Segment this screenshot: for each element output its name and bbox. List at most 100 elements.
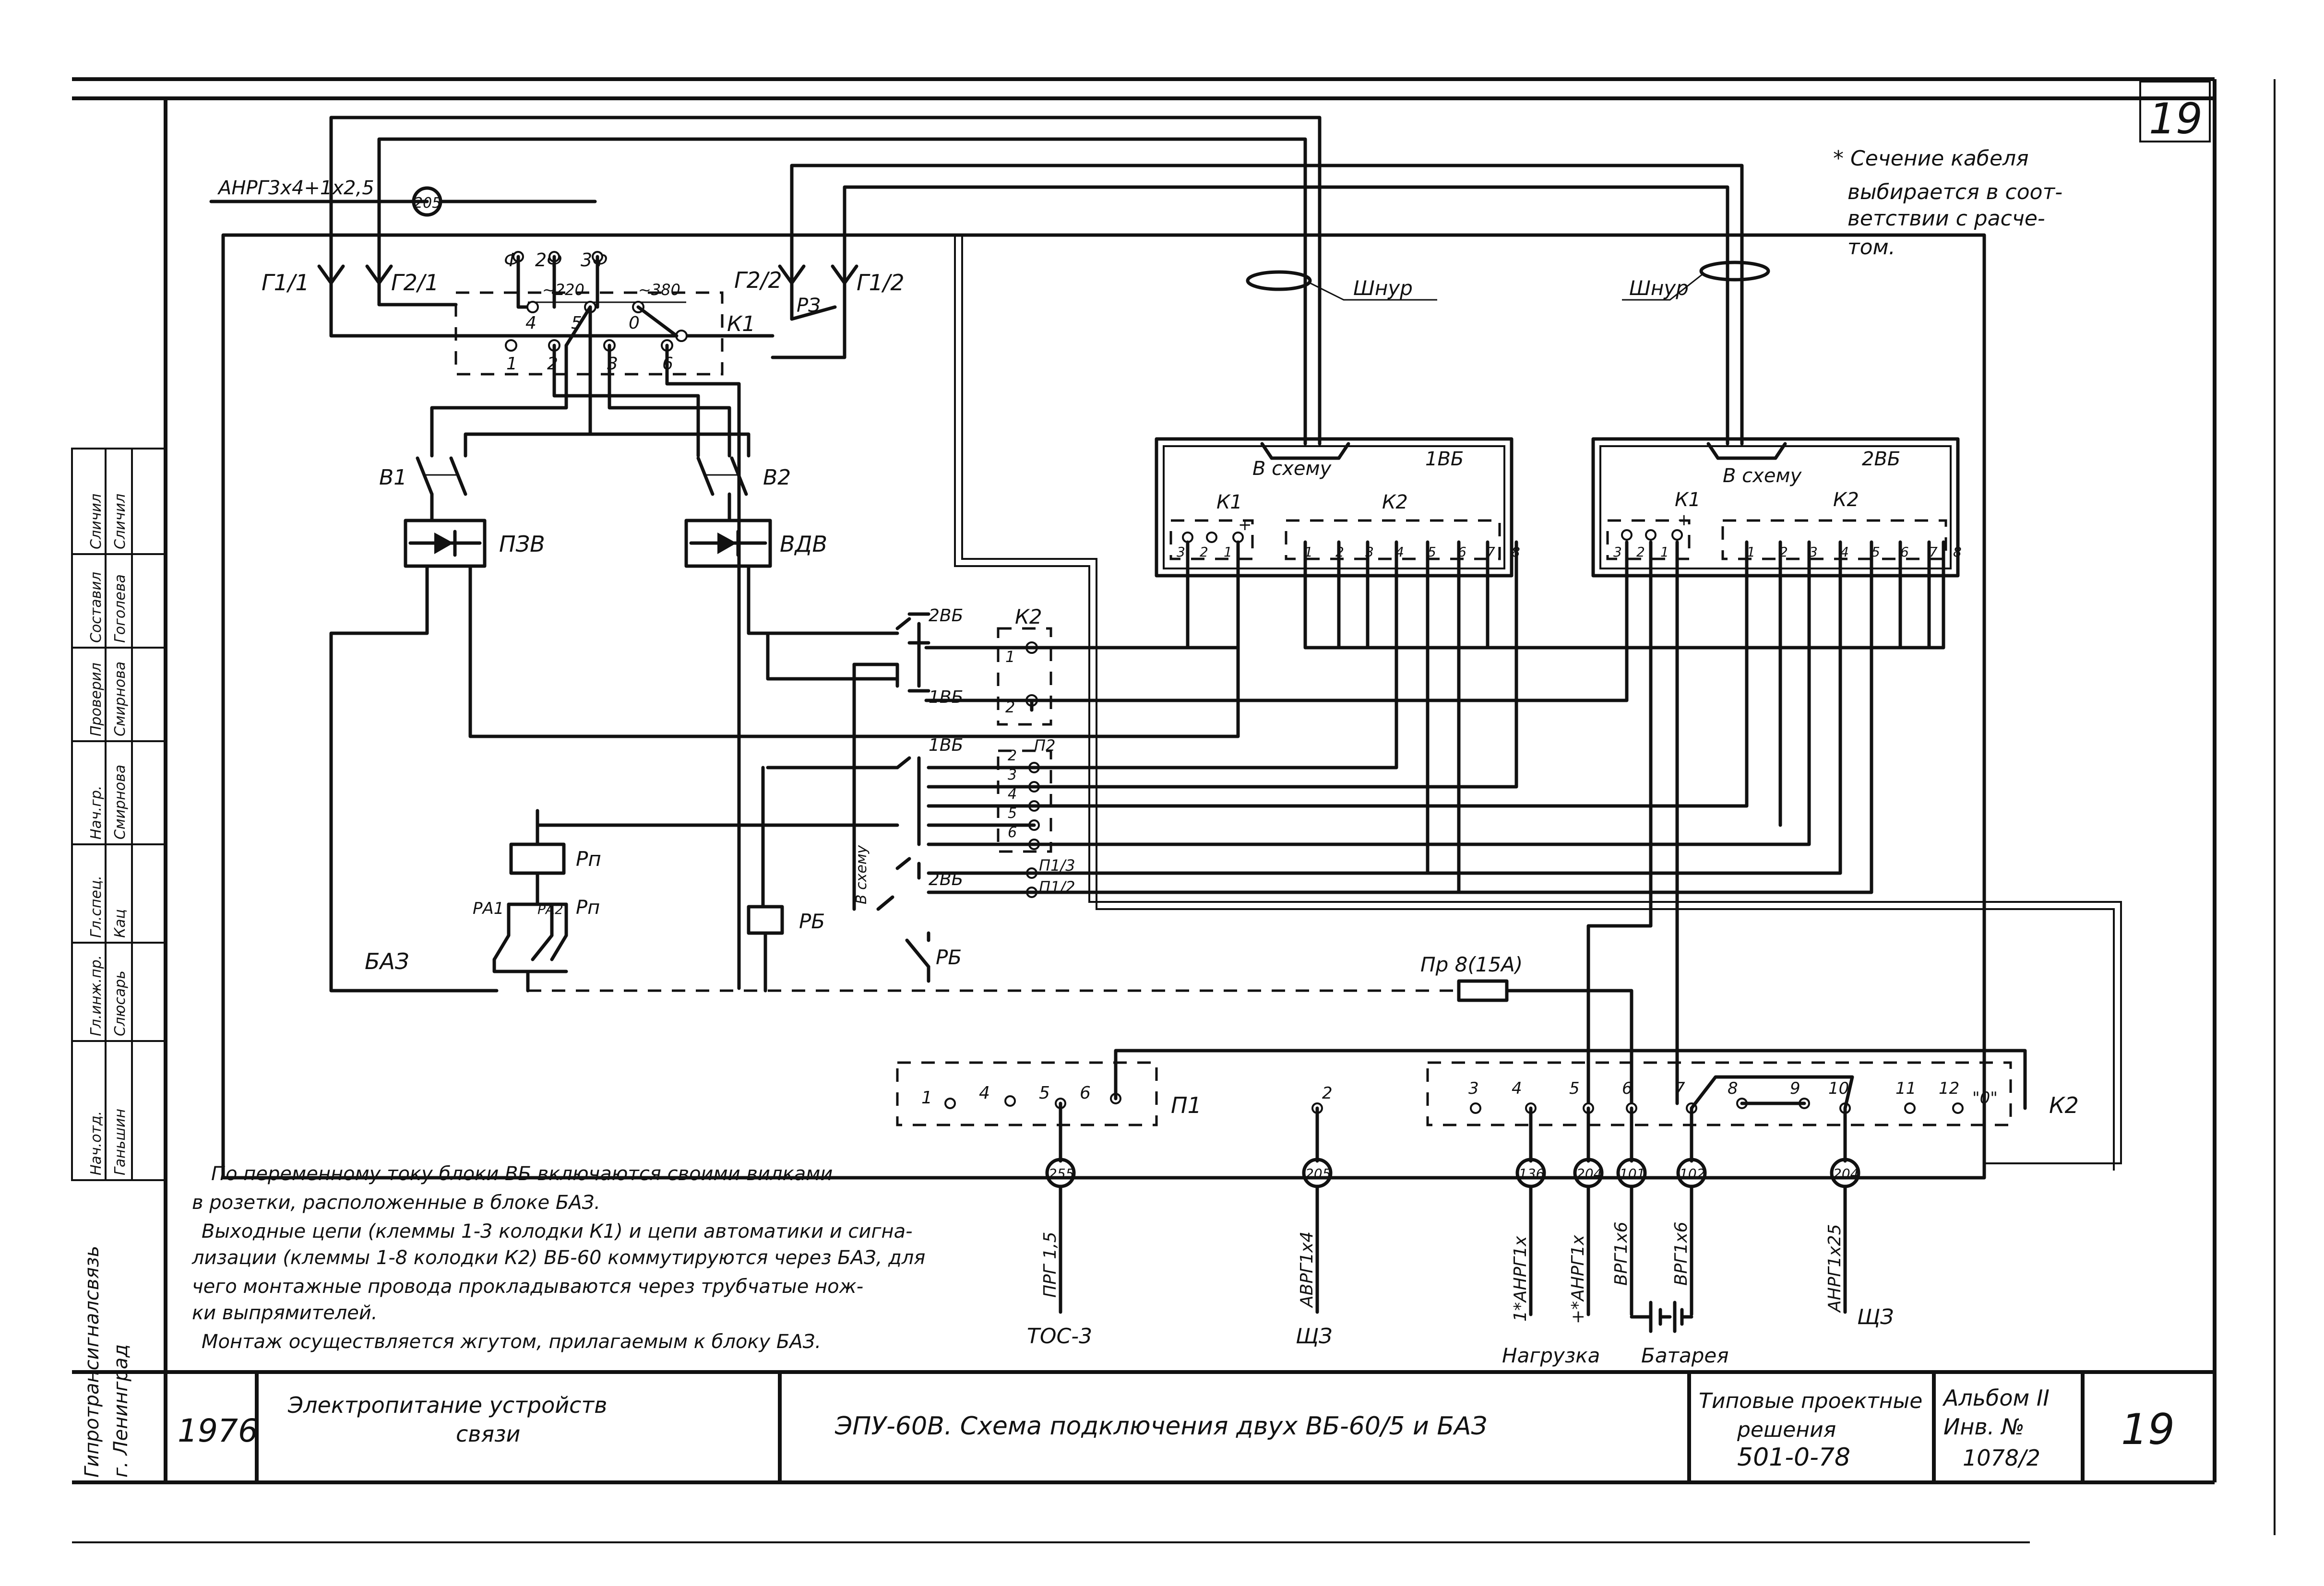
svg-text:Гл.инж.пр.: Гл.инж.пр. xyxy=(88,955,105,1036)
top-note-line-2: выбирается в соот- xyxy=(1847,180,2062,204)
svg-text:4: 4 xyxy=(1512,1079,1522,1098)
svg-text:ки выпрямителей.: ки выпрямителей. xyxy=(192,1302,378,1324)
svg-text:лизации (клеммы 1-8 колодки К2: лизации (клеммы 1-8 колодки К2) ВБ-60 ко… xyxy=(191,1247,925,1269)
svg-text:205: 205 xyxy=(1305,1166,1331,1182)
svg-text:255: 255 xyxy=(1049,1166,1074,1182)
socket-g2-1: Г2/1 xyxy=(365,264,458,307)
block-p1: П1 1 4 5 6 xyxy=(896,1049,2027,1163)
svg-text:Нач.гр.: Нач.гр. xyxy=(88,785,105,840)
svg-text:Рп: Рп xyxy=(576,897,600,919)
svg-text:К2: К2 xyxy=(1015,605,1042,628)
svg-text:Г2/2: Г2/2 xyxy=(734,267,782,293)
org-line-1: Гипротрансигналсвязь xyxy=(81,1246,103,1478)
svg-text:В схему: В схему xyxy=(853,845,870,904)
svg-text:204: 204 xyxy=(1576,1166,1602,1182)
svg-text:~380: ~380 xyxy=(638,281,680,299)
cable-102: 102 ВРГ1х6 xyxy=(1671,1158,1707,1316)
svg-text:Гоголева: Гоголева xyxy=(112,574,129,643)
svg-text:4: 4 xyxy=(979,1083,990,1103)
cable-136: 136 1*АНРГ1х xyxy=(1511,1158,1546,1322)
svg-text:2: 2 xyxy=(1636,544,1645,560)
k1-label: К1 xyxy=(727,312,755,336)
typical-2: решения xyxy=(1737,1418,1836,1442)
block-k2-bottom: К2 3 4 5 6 7 8 9 10 11 12 "0" xyxy=(1426,1061,2079,1163)
svg-text:3: 3 xyxy=(1809,544,1818,560)
svg-text:Кац: Кац xyxy=(112,909,129,938)
load-label: Нагрузка xyxy=(1502,1344,1600,1367)
rectifier-vdv: ВДВ xyxy=(684,492,827,568)
socket-g2-2: Г2/2 xyxy=(734,264,806,321)
svg-text:9: 9 xyxy=(1790,1079,1800,1098)
cable-204-a: 204 +*АНРГ1х xyxy=(1568,1158,1604,1324)
svg-text:2: 2 xyxy=(1008,747,1017,764)
incoming-cable: АНРГ3х4+1х2,5 205 xyxy=(209,177,597,217)
svg-text:8: 8 xyxy=(1728,1079,1738,1098)
title-subject-2: связи xyxy=(456,1421,520,1447)
svg-text:Г1/1: Г1/1 xyxy=(262,270,310,296)
svg-text:ЩЗ: ЩЗ xyxy=(1296,1324,1332,1349)
svg-text:ВДВ: ВДВ xyxy=(780,531,827,557)
svg-text:0: 0 xyxy=(629,313,640,333)
svg-text:1: 1 xyxy=(1747,544,1755,560)
svg-text:101: 101 xyxy=(1620,1166,1645,1182)
top-note: * Сечение кабеля выбирается в соот- ветс… xyxy=(1833,146,2062,260)
switch-block: 2ВБ 1ВБ К2 1 2 1ВБ П2 2 3 4 5 6 xyxy=(536,605,1240,911)
svg-text:в розетки, расположенные в бло: в розетки, расположенные в блоке БАЗ. xyxy=(192,1192,600,1214)
svg-text:3: 3 xyxy=(1177,544,1185,560)
svg-text:ТОС-3: ТОС-3 xyxy=(1027,1324,1092,1349)
svg-text:8: 8 xyxy=(1953,544,1962,560)
svg-text:5: 5 xyxy=(1039,1083,1050,1103)
svg-text:3: 3 xyxy=(1468,1079,1479,1098)
breaker-b2: В2 xyxy=(696,456,791,496)
cord-right: Шнур xyxy=(1622,260,1787,460)
svg-text:Шнур: Шнур xyxy=(1353,276,1413,300)
svg-text:2: 2 xyxy=(1322,1084,1333,1103)
vb-unit-1: В схему 1ВБ К1 К2 + 3 2 1 1 2 3 4 5 6 7 … xyxy=(1155,437,1520,578)
svg-text:К1: К1 xyxy=(1675,489,1701,511)
svg-text:3: 3 xyxy=(1008,767,1017,783)
top-bus-wires xyxy=(329,116,1744,446)
cord-left: Шнур xyxy=(1246,270,1437,460)
inv-label: Инв. № xyxy=(1943,1414,2025,1440)
title-year: 1976 xyxy=(178,1412,258,1449)
svg-text:204: 204 xyxy=(1833,1166,1859,1182)
svg-text:6: 6 xyxy=(1080,1083,1091,1103)
output-cables: 255 ПРГ 1,5 ТОС-3 205 АВРГ1х4 ЩЗ 136 1*А… xyxy=(1027,1158,1894,1367)
album: Альбом II xyxy=(1942,1385,2050,1411)
svg-text:К1: К1 xyxy=(1216,491,1242,513)
svg-text:Ганьшин: Ганьшин xyxy=(112,1109,129,1175)
svg-text:+: + xyxy=(1238,515,1252,534)
svg-text:Гл.спец.: Гл.спец. xyxy=(88,876,105,938)
svg-text:Смирнова: Смирнова xyxy=(112,662,129,736)
svg-text:2: 2 xyxy=(1200,544,1208,560)
svg-text:В схему: В схему xyxy=(1252,458,1332,480)
svg-text:4: 4 xyxy=(1008,786,1017,803)
svg-text:2ВБ: 2ВБ xyxy=(1862,448,1900,470)
incoming-cable-number: 205 xyxy=(414,195,441,212)
svg-text:4: 4 xyxy=(525,313,536,333)
svg-text:5: 5 xyxy=(1569,1079,1580,1098)
cable-255: 255 ПРГ 1,5 ТОС-3 xyxy=(1027,1158,1092,1349)
svg-text:Проверил: Проверил xyxy=(88,663,105,736)
svg-text:2ВБ: 2ВБ xyxy=(929,606,963,626)
svg-text:4: 4 xyxy=(1840,544,1849,560)
svg-text:1*АНРГ1х: 1*АНРГ1х xyxy=(1511,1236,1530,1322)
svg-text:ПЗВ: ПЗВ xyxy=(499,531,545,557)
svg-text:5: 5 xyxy=(1871,544,1880,560)
svg-text:К2: К2 xyxy=(2049,1092,2079,1118)
svg-text:6: 6 xyxy=(1008,824,1017,841)
svg-text:1: 1 xyxy=(1660,544,1669,560)
svg-text:136: 136 xyxy=(1519,1166,1544,1182)
svg-text:Выходные цепи (клеммы 1-3 коло: Выходные цепи (клеммы 1-3 колодки К1) и … xyxy=(202,1220,913,1243)
svg-text:"0": "0" xyxy=(1972,1089,1998,1108)
svg-text:РЗ: РЗ xyxy=(797,295,821,317)
svg-text:Пр 8(15А): Пр 8(15А) xyxy=(1420,953,1523,976)
svg-text:102: 102 xyxy=(1680,1166,1705,1182)
ac-feed-wires xyxy=(430,305,751,990)
svg-text:5: 5 xyxy=(1428,544,1436,560)
svg-text:Шнур: Шнур xyxy=(1629,276,1689,300)
socket-g1-2: Г1/2 xyxy=(771,264,905,359)
svg-text:К2: К2 xyxy=(1382,491,1408,513)
svg-text:Сличил: Сличил xyxy=(112,494,129,549)
svg-text:РА1: РА1 xyxy=(473,899,504,918)
